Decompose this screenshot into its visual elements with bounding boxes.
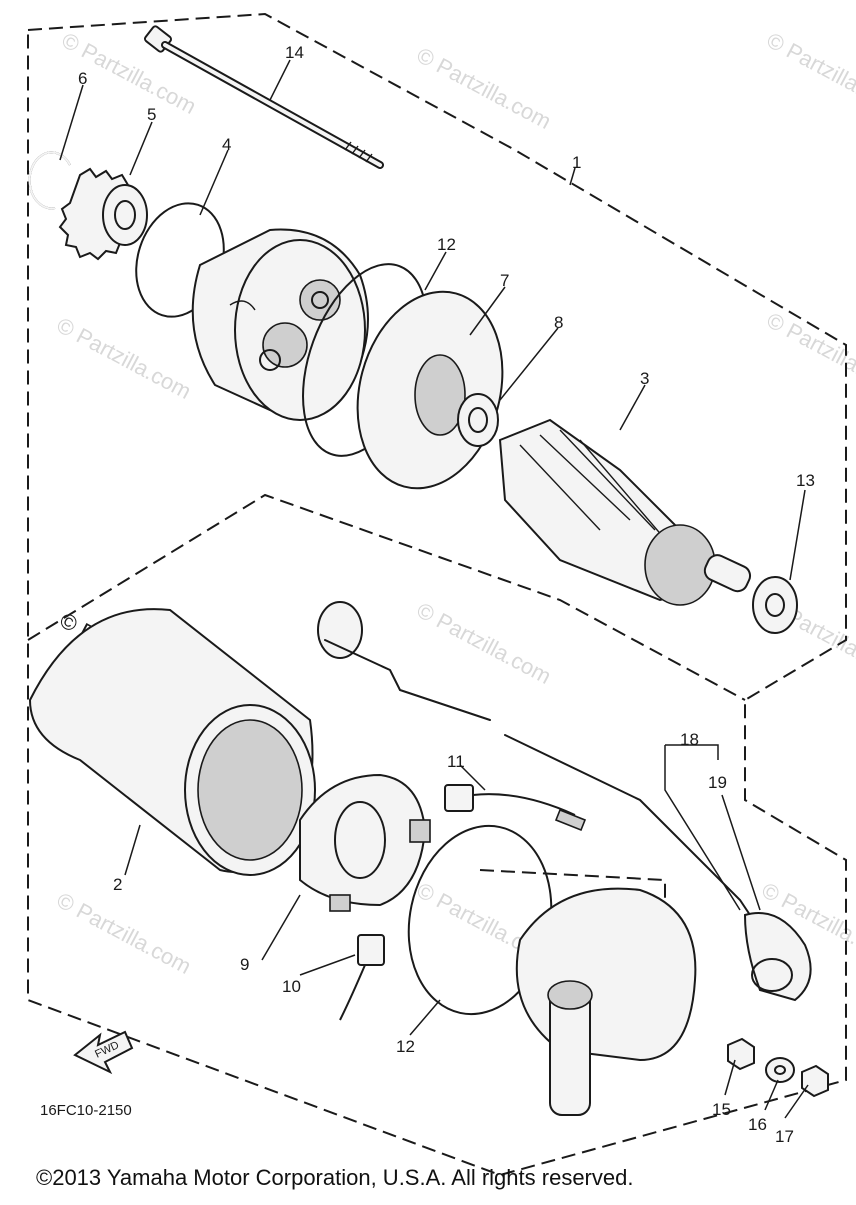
callout-11: 11 bbox=[447, 752, 465, 771]
callout-7: 7 bbox=[500, 271, 509, 290]
part-11-terminal[interactable] bbox=[444, 784, 587, 832]
part-14-through-bolt[interactable] bbox=[144, 25, 384, 169]
callout-2: 2 bbox=[113, 875, 122, 894]
callout-17: 17 bbox=[775, 1127, 794, 1146]
callout-14: 14 bbox=[285, 43, 304, 62]
callout-15: 15 bbox=[712, 1100, 731, 1119]
part-5-pinion-gear[interactable] bbox=[58, 167, 148, 261]
callout-16: 16 bbox=[748, 1115, 767, 1134]
watermark: © Partzilla.com bbox=[413, 597, 556, 689]
callout-12-upper: 12 bbox=[437, 235, 456, 254]
callout-4: 4 bbox=[222, 135, 231, 154]
watermark: © Partzilla.com bbox=[413, 42, 556, 134]
callout-1: 1 bbox=[572, 153, 581, 172]
watermark: © Partzilla.com bbox=[763, 27, 856, 119]
assembly-boundary bbox=[27, 12, 847, 1177]
callout-5: 5 bbox=[147, 105, 156, 124]
part-16-washer[interactable] bbox=[765, 1057, 795, 1083]
figure-code: 16FC10-2150 bbox=[40, 1102, 132, 1119]
part-3-armature[interactable] bbox=[498, 418, 753, 606]
leader-lines bbox=[59, 59, 809, 1119]
watermark: © Partzilla.com bbox=[763, 307, 856, 399]
part-10-brush[interactable] bbox=[339, 934, 385, 1021]
callout-18: 18 bbox=[680, 730, 699, 749]
callout-13: 13 bbox=[796, 471, 815, 490]
callout-19: 19 bbox=[708, 773, 727, 792]
part-8-washer[interactable] bbox=[457, 393, 499, 447]
part-17-nut[interactable] bbox=[801, 1064, 829, 1098]
callout-3: 3 bbox=[640, 369, 649, 388]
part-2-yoke[interactable] bbox=[28, 608, 316, 876]
callout-9: 9 bbox=[240, 955, 249, 974]
watermark: © Partzilla.com bbox=[53, 887, 196, 979]
sub-assembly-boundary bbox=[27, 493, 746, 701]
part-19-cap[interactable] bbox=[743, 912, 812, 1002]
rear-cover[interactable] bbox=[515, 887, 697, 1116]
front-cover-gear-housing[interactable] bbox=[191, 228, 369, 421]
part-13-washer[interactable] bbox=[752, 576, 798, 634]
callout-8: 8 bbox=[554, 313, 563, 332]
watermark: © Partzilla.com bbox=[53, 312, 196, 404]
callout-6: 6 bbox=[78, 69, 87, 88]
callout-12-lower: 12 bbox=[396, 1037, 415, 1056]
copyright-notice: ©2013 Yamaha Motor Corporation, U.S.A. A… bbox=[36, 1165, 633, 1190]
part-9-brush-holder[interactable] bbox=[299, 773, 431, 912]
callouts: 6 5 4 14 1 12 7 8 3 13 2 9 10 11 12 18 1… bbox=[78, 43, 815, 1146]
part-6-circlip[interactable] bbox=[28, 151, 71, 210]
forward-arrow-icon: FWD bbox=[73, 1030, 134, 1075]
callout-10: 10 bbox=[282, 977, 301, 996]
part-15-nut[interactable] bbox=[727, 1037, 755, 1071]
